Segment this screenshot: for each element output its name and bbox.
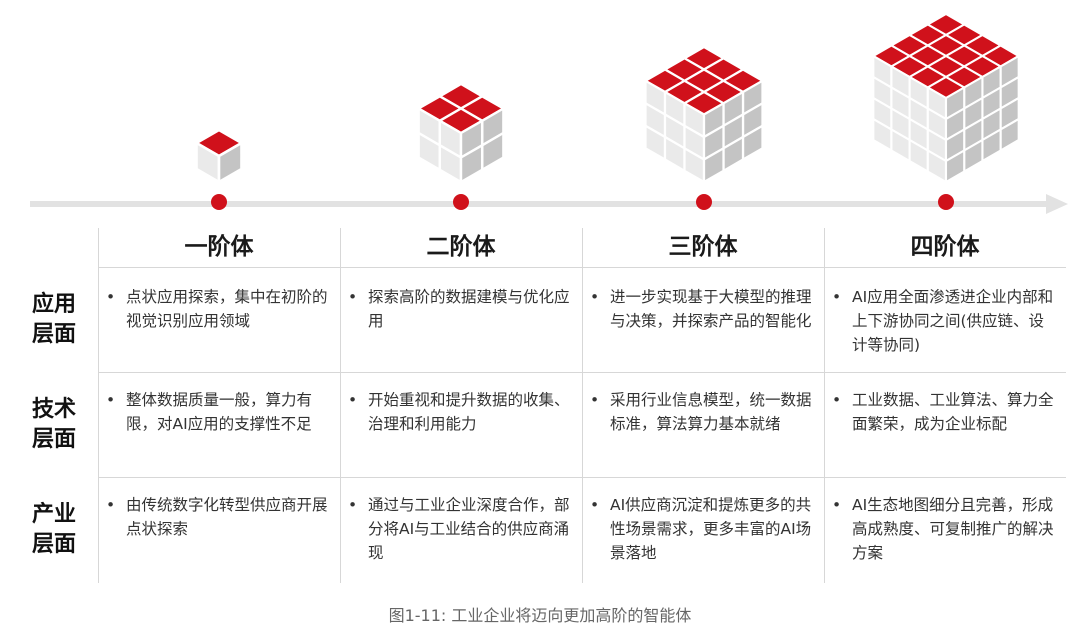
cell-application-stage3: • 进一步实现基于大模型的推理与决策，并探索产品的智能化 xyxy=(590,285,812,333)
timeline-diagram xyxy=(30,12,1068,214)
bullet: • xyxy=(590,496,600,514)
bullet: • xyxy=(590,391,600,409)
cell-application-stage2: • 探索高阶的数据建模与优化应用 xyxy=(348,285,570,333)
cell-technology-stage2: • 开始重视和提升数据的收集、治理和利用能力 xyxy=(348,388,570,436)
row-label-industry: 产业 层面 xyxy=(18,500,90,560)
stage-title-4: 四阶体 xyxy=(910,234,980,260)
cell-text: 采用行业信息模型，统一数据标准，算法算力基本就绪 xyxy=(610,391,812,433)
row-label-technology: 技术 层面 xyxy=(18,395,90,455)
bullet: • xyxy=(106,391,116,409)
row-label-technology-line1: 技术 xyxy=(31,397,76,422)
cell-application-stage4: • AI应用全面渗透进企业内部和上下游协同之间(供应链、设计等协同) xyxy=(832,285,1054,357)
cube-3 xyxy=(644,45,764,184)
cube-4 xyxy=(872,12,1020,184)
cell-industry-stage4: • AI生态地图细分且完善，形成高成熟度、可复制推广的解决方案 xyxy=(832,493,1054,565)
cell-industry-stage1: • 由传统数字化转型供应商开展点状探索 xyxy=(106,493,328,541)
grid-line-v1 xyxy=(340,228,341,583)
cube-1 xyxy=(195,128,243,184)
timeline-arrowhead xyxy=(1046,194,1068,214)
bullet: • xyxy=(832,391,842,409)
cell-text: AI应用全面渗透进企业内部和上下游协同之间(供应链、设计等协同) xyxy=(852,288,1054,354)
cell-text: 进一步实现基于大模型的推理与决策，并探索产品的智能化 xyxy=(610,288,812,330)
stage-title-3: 三阶体 xyxy=(668,234,738,260)
cell-text: 探索高阶的数据建模与优化应用 xyxy=(368,288,570,330)
cell-text: 工业数据、工业算法、算力全面繁荣，成为企业标配 xyxy=(852,391,1054,433)
stage-dot-3 xyxy=(696,194,712,210)
cell-technology-stage3: • 采用行业信息模型，统一数据标准，算法算力基本就绪 xyxy=(590,388,812,436)
cube-2 xyxy=(417,82,505,184)
grid-line-v2 xyxy=(582,228,583,583)
bullet: • xyxy=(348,288,358,306)
stage-dot-4 xyxy=(938,194,954,210)
bullet: • xyxy=(832,496,842,514)
row-label-industry-line1: 产业 xyxy=(31,502,76,527)
cell-application-stage1: • 点状应用探索，集中在初阶的视觉识别应用领域 xyxy=(106,285,328,333)
figure-caption: 图1-11: 工业企业将迈向更加高阶的智能体 xyxy=(388,606,692,625)
bullet: • xyxy=(348,391,358,409)
cell-text: 点状应用探索，集中在初阶的视觉识别应用领域 xyxy=(126,288,328,330)
bullet: • xyxy=(590,288,600,306)
row-label-technology-line2: 层面 xyxy=(31,427,76,452)
cell-text: 开始重视和提升数据的收集、治理和利用能力 xyxy=(368,391,570,433)
row-label-application-line1: 应用 xyxy=(31,292,76,317)
grid-line-v3 xyxy=(824,228,825,583)
row-label-application-line2: 层面 xyxy=(31,322,76,347)
bullet: • xyxy=(106,288,116,306)
stage-dot-1 xyxy=(211,194,227,210)
cell-text: AI生态地图细分且完善，形成高成熟度、可复制推广的解决方案 xyxy=(852,496,1054,562)
cell-text: 通过与工业企业深度合作，部分将AI与工业结合的供应商涌现 xyxy=(368,496,570,562)
cell-text: AI供应商沉淀和提炼更多的共性场景需求，更多丰富的AI场景落地 xyxy=(610,496,812,562)
bullet: • xyxy=(106,496,116,514)
bullet: • xyxy=(348,496,358,514)
cell-industry-stage2: • 通过与工业企业深度合作，部分将AI与工业结合的供应商涌现 xyxy=(348,493,570,565)
cell-text: 整体数据质量一般，算力有限，对AI应用的支撑性不足 xyxy=(126,391,313,433)
stage-title-2: 二阶体 xyxy=(426,234,496,260)
cell-industry-stage3: • AI供应商沉淀和提炼更多的共性场景需求，更多丰富的AI场景落地 xyxy=(590,493,812,565)
cell-technology-stage1: • 整体数据质量一般，算力有限，对AI应用的支撑性不足 xyxy=(106,388,328,436)
grid-line-v0 xyxy=(98,228,99,583)
row-label-application: 应用 层面 xyxy=(18,290,90,350)
stage-dot-2 xyxy=(453,194,469,210)
stage-title-1: 一阶体 xyxy=(184,234,254,260)
cell-technology-stage4: • 工业数据、工业算法、算力全面繁荣，成为企业标配 xyxy=(832,388,1054,436)
row-label-industry-line2: 层面 xyxy=(31,532,76,557)
bullet: • xyxy=(832,288,842,306)
cell-text: 由传统数字化转型供应商开展点状探索 xyxy=(126,496,328,538)
